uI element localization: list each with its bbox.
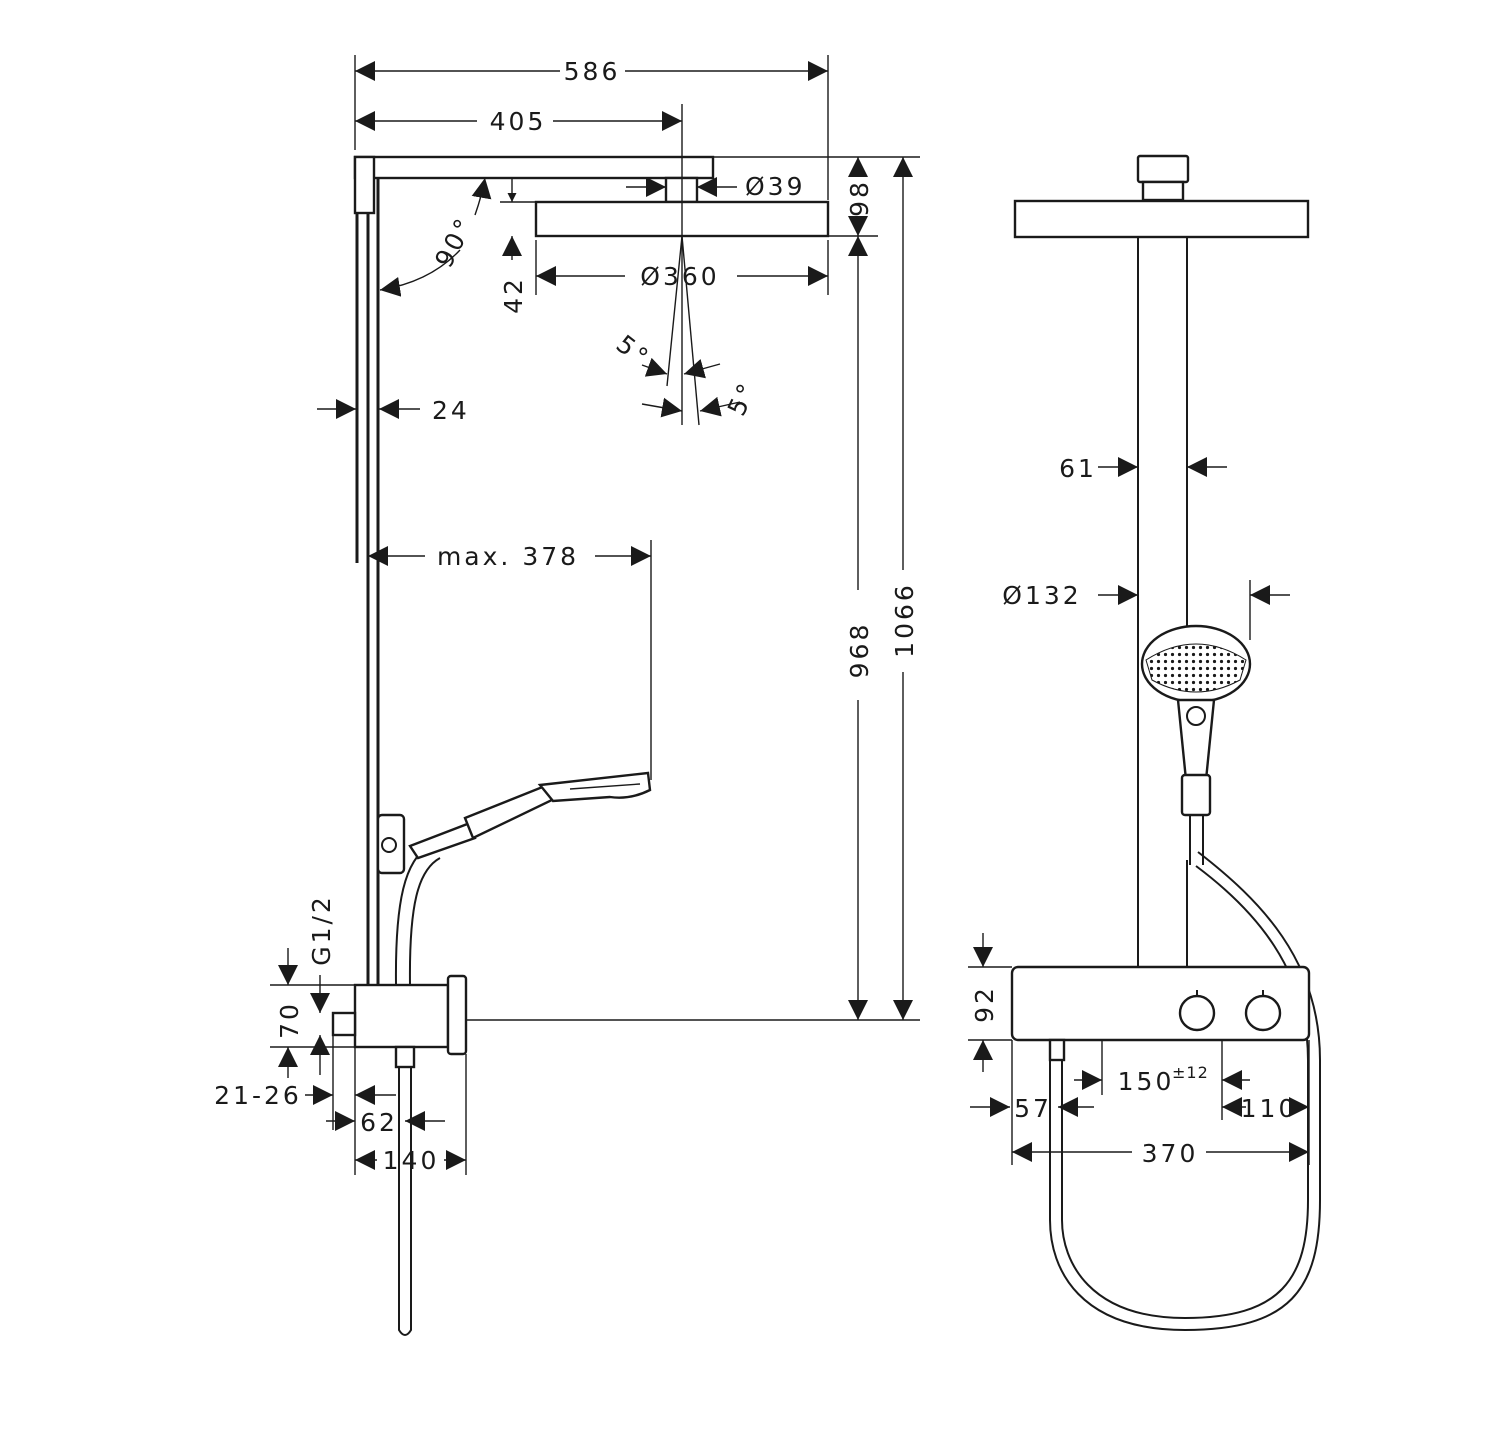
hand-shower-handle-base <box>408 821 477 860</box>
dim-height-to-head: 968 <box>845 622 874 679</box>
front-hand-shower-button <box>1186 706 1206 726</box>
shower-arm <box>353 155 715 180</box>
front-view: 61 Ø132 92 150 ±12 57 110 370 <box>968 154 1321 1332</box>
arm-elbow <box>353 155 376 215</box>
tilt-line-1 <box>666 235 683 387</box>
front-top-connector-lower <box>1141 180 1185 202</box>
front-overhead-shower <box>1013 199 1310 239</box>
dim-rail-diameter: 61 <box>1059 454 1097 483</box>
front-hand-shower-spray-face <box>1145 643 1247 693</box>
dim-5-a-left <box>641 357 668 377</box>
dim-left-offset: 57 <box>1014 1094 1052 1123</box>
dim-connection-thread: G1/2 <box>307 894 336 966</box>
hose-down <box>398 1067 412 1336</box>
dim-head-offset: 98 <box>845 179 874 217</box>
dim-overall-width: 586 <box>564 57 621 86</box>
dim-thermostat-width: 370 <box>1142 1139 1199 1168</box>
dim-arm-length: 405 <box>490 107 547 136</box>
dim-thermostat-depth-b: 140 <box>383 1146 440 1175</box>
thermostat-body-side <box>353 983 450 1049</box>
hand-shower-face <box>569 783 641 790</box>
dim-head-thickness: 42 <box>499 276 528 314</box>
dim-overall-height: 1066 <box>890 582 919 658</box>
dim-connection-spacing: 150 <box>1118 1067 1175 1096</box>
side-view: 586 405 Ø39 98 42 Ø360 90° 5° 5° 2 <box>214 55 920 1336</box>
dim-tilt-angle-2: 5° <box>722 377 763 420</box>
front-holder <box>1180 773 1212 817</box>
holder-bracket <box>376 813 406 875</box>
dim-thermostat-height-front: 92 <box>970 985 999 1023</box>
dim-hand-shower-reach: max. 378 <box>437 542 579 571</box>
dim-90-arc-lower <box>379 249 461 297</box>
dim-5-a-right <box>683 359 721 379</box>
dim-5-b-left <box>641 397 683 418</box>
dim-thermostat-depth-a: 62 <box>360 1108 398 1137</box>
hose-connector <box>394 1045 416 1069</box>
front-hand-shower-handle <box>1176 698 1216 782</box>
flow-knob <box>1244 994 1282 1032</box>
dim-5-b-right <box>699 396 741 417</box>
front-top-connector <box>1136 154 1190 184</box>
holder-knob <box>381 837 397 853</box>
dim-wall-distance: 21-26 <box>214 1081 302 1110</box>
dim-thermostat-height-side: 70 <box>275 1001 304 1039</box>
dim-90-arc-upper <box>471 177 492 216</box>
dim-arm-angle: 90° <box>429 212 480 273</box>
front-hose-inner <box>1061 865 1309 1320</box>
dim-outlet-diameter: Ø39 <box>745 172 806 201</box>
hand-shower-handle <box>463 784 554 840</box>
dim-rail-width: 24 <box>432 396 470 425</box>
front-hose-connector <box>1048 1038 1066 1062</box>
dim-head-diameter: Ø360 <box>640 262 719 291</box>
wall-connector <box>331 1011 357 1037</box>
temperature-knob <box>1178 994 1216 1032</box>
thermostat-cap <box>446 974 468 1056</box>
front-hose-outer <box>1049 851 1321 1332</box>
dim-hand-shower-diameter: Ø132 <box>1002 581 1081 610</box>
tilt-line-2 <box>681 235 700 426</box>
dim-right-offset: 110 <box>1241 1094 1298 1123</box>
front-thermostat-body <box>1010 965 1311 1042</box>
dim-tilt-angle-1: 5° <box>611 329 656 373</box>
dim-connection-tolerance: ±12 <box>1172 1063 1209 1082</box>
